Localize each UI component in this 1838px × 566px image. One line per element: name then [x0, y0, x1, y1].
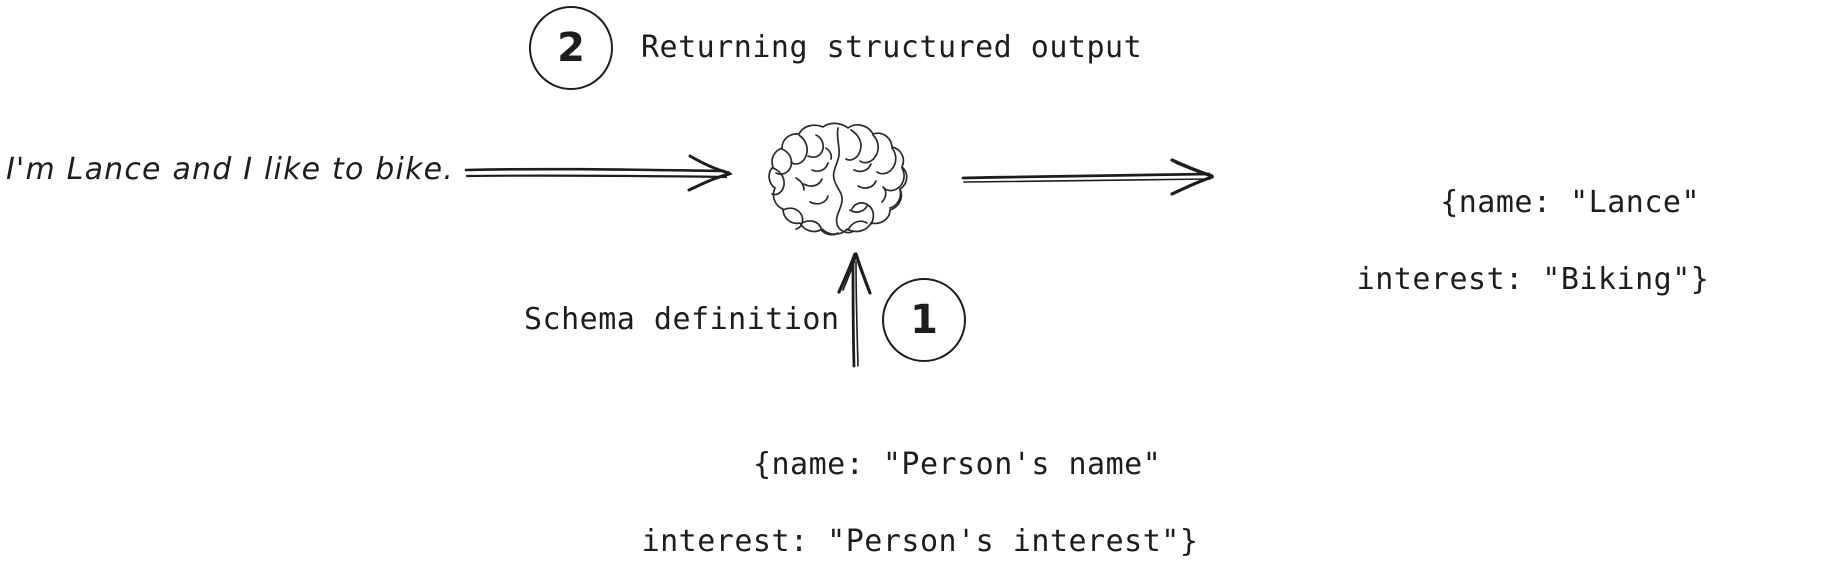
- step-1-caption: Schema definition: [524, 302, 840, 337]
- schema-line-2: interest: "Person's interest"}: [641, 524, 1199, 560]
- schema-definition-text: {name: "Person's name" interest: "Person…: [525, 408, 1315, 566]
- arrow-model-to-output: [961, 158, 1214, 196]
- input-utterance-text: I'm Lance and I like to bike.: [6, 152, 455, 187]
- step-badge-1: 1: [882, 278, 966, 362]
- brain-icon: [768, 122, 908, 236]
- step-badge-2: 2: [529, 6, 613, 90]
- step-2-caption: Returning structured output: [641, 30, 1143, 65]
- arrow-input-to-model: [464, 154, 732, 192]
- step-badge-1-number: 1: [910, 297, 938, 343]
- schema-line-1: {name: "Person's name": [752, 447, 1162, 483]
- structured-output-text: {name: "Lance" interest: "Biking"}: [1240, 146, 1826, 376]
- output-line-1: {name: "Lance": [1440, 185, 1701, 221]
- output-line-2: interest: "Biking"}: [1356, 262, 1710, 298]
- step-badge-2-number: 2: [557, 25, 585, 71]
- arrow-schema-to-model: [837, 252, 872, 368]
